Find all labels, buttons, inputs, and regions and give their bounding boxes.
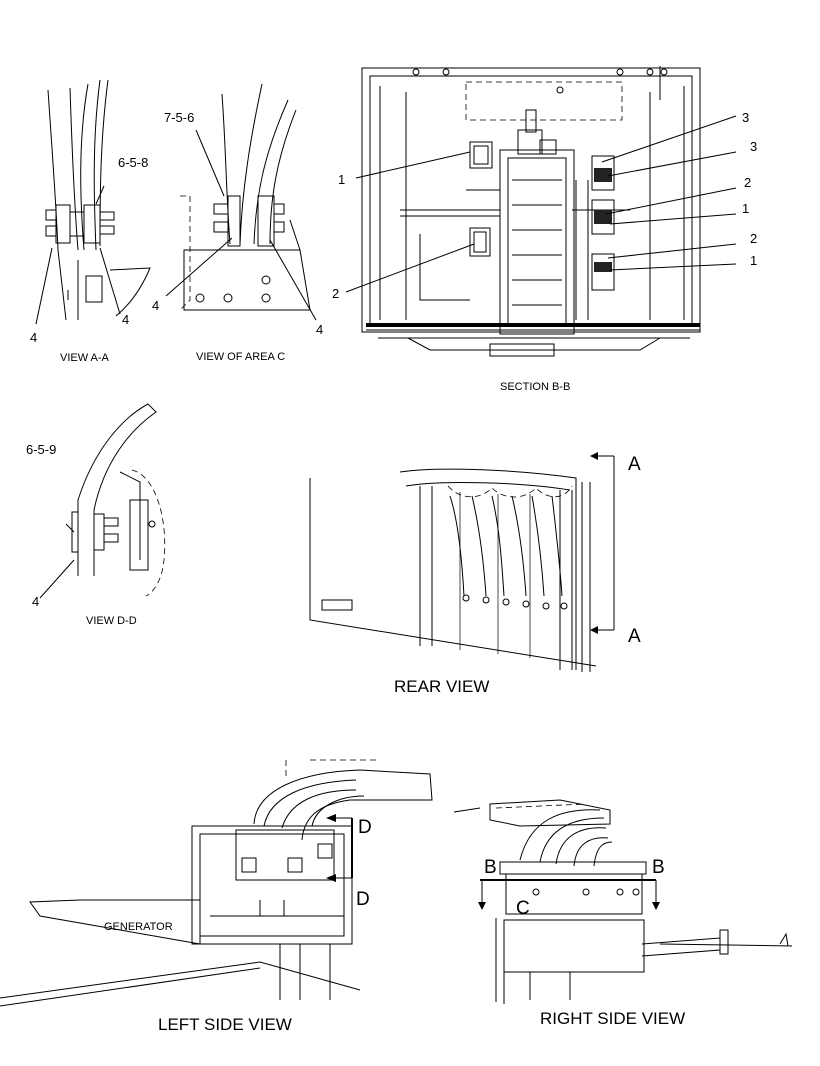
- section-bb-callout-2-a: 2: [744, 175, 751, 190]
- rear-view-marker-a-top: A: [628, 454, 641, 475]
- view-dd-callout-4: 4: [32, 594, 39, 609]
- view-dd-ref-label: 6-5-9: [26, 442, 56, 457]
- left-side-marker-d-bottom: D: [356, 889, 370, 910]
- view-area-c-callout-4-right: 4: [316, 322, 323, 337]
- rear-view-drawing: [309, 452, 615, 672]
- rear-view-title: REAR VIEW: [394, 677, 489, 696]
- section-bb-title: SECTION B-B: [500, 381, 570, 393]
- view-dd-drawing: [39, 403, 166, 599]
- section-bb-callout-1-a: 1: [742, 201, 749, 216]
- section-bb-callout-3-a: 3: [742, 110, 749, 125]
- view-aa-callout-4-left: 4: [30, 330, 37, 345]
- right-side-view-drawing: [453, 799, 793, 1004]
- right-side-marker-b-left: B: [484, 857, 497, 878]
- left-side-marker-d-top: D: [358, 817, 372, 838]
- right-side-marker-b-right: B: [652, 857, 665, 878]
- view-area-c-drawing: [165, 83, 317, 321]
- view-dd-title: VIEW D-D: [86, 615, 137, 627]
- rear-view-marker-a-bottom: A: [628, 626, 641, 647]
- view-aa-title: VIEW A-A: [60, 352, 110, 364]
- right-side-marker-c: C: [516, 898, 530, 919]
- view-area-c-callout-4-left: 4: [152, 298, 159, 313]
- view-area-c-ref-label: 7-5-6: [164, 110, 194, 125]
- view-aa-drawing: [35, 79, 151, 325]
- section-bb-callout-3-b: 3: [750, 139, 757, 154]
- section-bb-drawing: [345, 66, 737, 357]
- view-aa-callout-4-right: 4: [122, 312, 129, 327]
- right-side-view-title: RIGHT SIDE VIEW: [540, 1009, 685, 1028]
- view-aa-ref-label: 6-5-8: [118, 155, 148, 170]
- section-bb-callout-2-b: 2: [750, 231, 757, 246]
- left-side-view-title: LEFT SIDE VIEW: [158, 1015, 292, 1034]
- left-side-view-drawing: [0, 759, 433, 1007]
- generator-label: GENERATOR: [104, 921, 173, 933]
- section-bb-callout-1-left: 1: [338, 172, 345, 187]
- view-area-c-title: VIEW OF AREA C: [196, 351, 285, 363]
- section-bb-callout-2-left: 2: [332, 286, 339, 301]
- section-bb-callout-1-b: 1: [750, 253, 757, 268]
